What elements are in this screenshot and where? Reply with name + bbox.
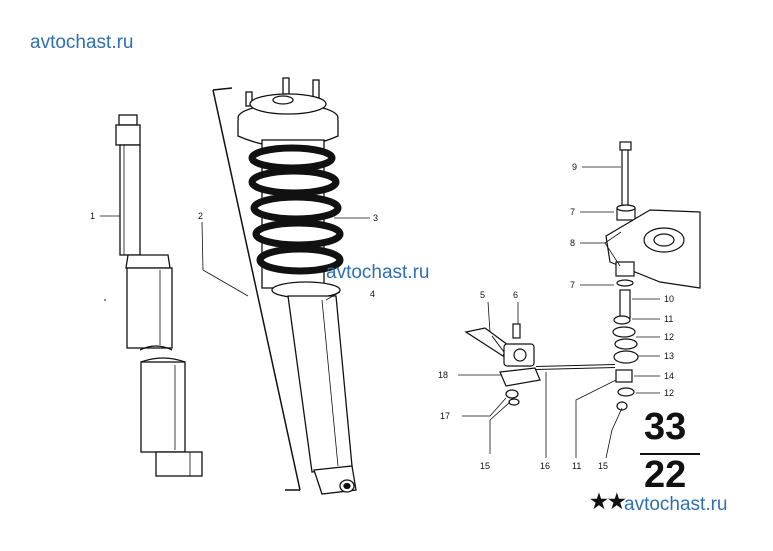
callout-11a: 11 [664, 314, 673, 324]
callout-6: 6 [513, 290, 518, 300]
leader-2 [201, 221, 249, 297]
callout-7a: 7 [570, 207, 575, 217]
callout-4: 4 [370, 289, 375, 299]
callout-8: 8 [570, 238, 575, 248]
leader-4 [325, 291, 341, 301]
bracket-2 [212, 87, 301, 491]
callout-numbers: 1 2 3 4 5 6 7 7 8 9 10 11 12 13 14 12 18… [90, 162, 674, 471]
callout-1: 1 [90, 211, 95, 221]
callout-16: 16 [540, 461, 550, 471]
group-code-bottom: 22 [644, 454, 687, 496]
watermark-center: avtochast.ru [326, 262, 430, 283]
callout-18: 18 [438, 370, 448, 380]
callout-12a: 12 [664, 332, 674, 342]
callout-13: 13 [664, 351, 674, 361]
callout-9: 9 [572, 162, 577, 172]
watermark-top-left: avtochast.ru [30, 32, 134, 53]
callout-10: 10 [664, 294, 674, 304]
stabilizer-assembly [464, 141, 701, 411]
stars-mark: ★★ [590, 491, 626, 513]
shock-absorber-insert [115, 114, 203, 477]
callout-3: 3 [373, 213, 378, 223]
watermark-bottom-right: avtochast.ru [624, 494, 728, 515]
callout-15a: 15 [480, 461, 490, 471]
callout-17: 17 [440, 411, 450, 421]
callout-12b: 12 [664, 388, 674, 398]
callout-14: 14 [664, 371, 674, 381]
strut-assembly [237, 77, 357, 495]
callout-2: 2 [198, 211, 203, 221]
callout-15b: 15 [598, 461, 608, 471]
leaders-right [458, 166, 660, 459]
group-code-top: 33 [644, 406, 687, 448]
callout-5: 5 [480, 290, 485, 300]
callout-11b: 11 [572, 461, 581, 471]
callout-7b: 7 [570, 280, 575, 290]
